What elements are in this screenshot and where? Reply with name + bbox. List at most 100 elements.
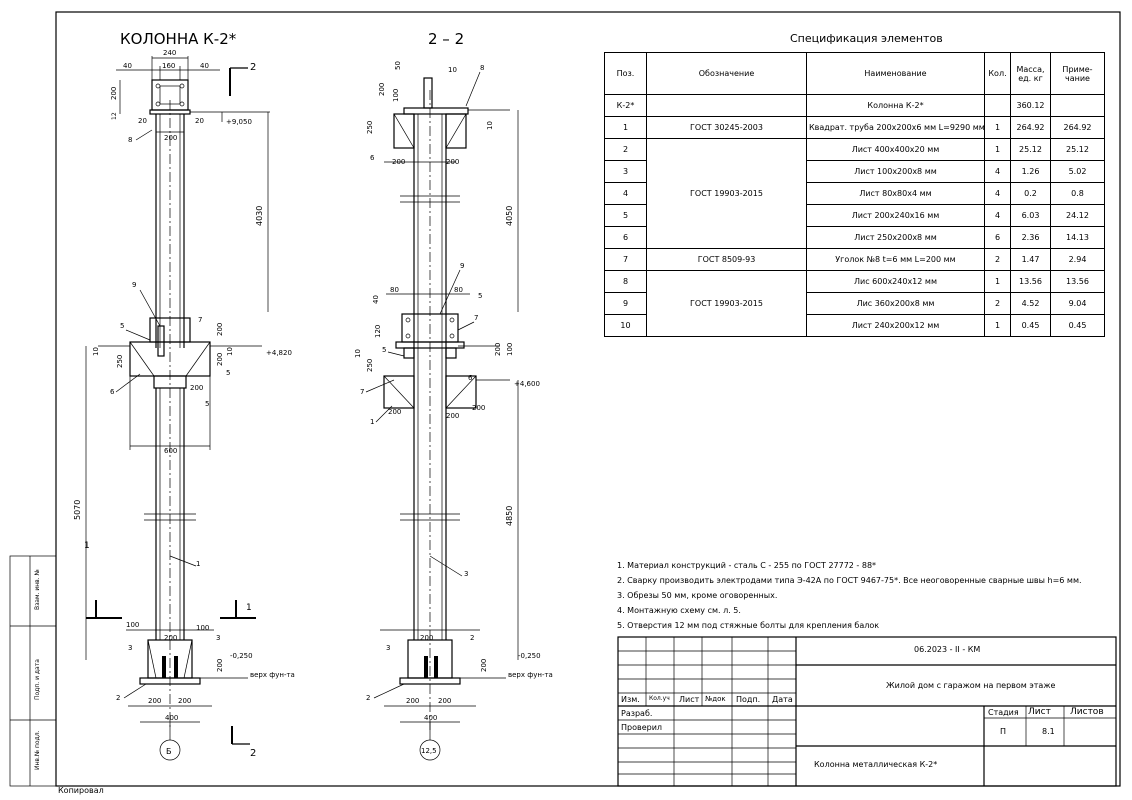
spec-cell: 0.45 bbox=[1010, 314, 1051, 337]
svg-text:2: 2 bbox=[250, 748, 256, 759]
spec-cell: 7 bbox=[604, 248, 647, 271]
spec-cell: Лис 600х240х12 мм bbox=[806, 270, 985, 293]
svg-text:Б: Б bbox=[166, 747, 172, 756]
svg-text:200: 200 bbox=[446, 158, 459, 166]
spec-header-cell: Обозначение bbox=[646, 52, 807, 95]
spec-cell: 9.04 bbox=[1050, 292, 1105, 315]
svg-text:10: 10 bbox=[486, 121, 494, 130]
spec-cell: 1 bbox=[984, 270, 1011, 293]
spec-cell: 0.45 bbox=[1050, 314, 1105, 337]
spec-cell: 1 bbox=[984, 138, 1011, 161]
spec-cell: Уголок №8 t=6 мм L=200 мм bbox=[806, 248, 985, 271]
spec-cell: 24.12 bbox=[1050, 204, 1105, 227]
spec-header-cell: Приме- чание bbox=[1050, 52, 1105, 95]
svg-text:7: 7 bbox=[360, 388, 364, 396]
svg-text:6: 6 bbox=[110, 388, 115, 396]
stamp-role-developer: Разраб. bbox=[621, 709, 653, 718]
spec-cell: 4 bbox=[984, 160, 1011, 183]
spec-cell: 5 bbox=[604, 204, 647, 227]
note-line: 3. Обрезы 50 мм, кроме оговоренных. bbox=[617, 591, 778, 600]
svg-text:-0,250: -0,250 bbox=[518, 652, 541, 660]
stamp-head-date: Дата bbox=[772, 695, 793, 704]
spec-cell: 264.92 bbox=[1050, 116, 1105, 139]
stamp-sheets-header: Листов bbox=[1070, 707, 1104, 717]
stamp-head-ndok: №док bbox=[705, 695, 726, 703]
spec-row: К-2*Колонна К-2*360.12 bbox=[604, 94, 1105, 117]
spec-cell bbox=[984, 94, 1011, 117]
svg-text:10: 10 bbox=[354, 349, 362, 358]
spec-cell: 4.52 bbox=[1010, 292, 1051, 315]
svg-text:2: 2 bbox=[366, 694, 370, 702]
stamp-head-koluch: Кол.уч bbox=[649, 695, 670, 702]
svg-text:80: 80 bbox=[390, 286, 399, 294]
right-view-title: 2 – 2 bbox=[428, 30, 464, 48]
svg-text:600: 600 bbox=[164, 447, 177, 455]
title-block-lines bbox=[617, 636, 1117, 787]
left-view-title: КОЛОННА К-2* bbox=[120, 30, 237, 48]
svg-text:10: 10 bbox=[92, 347, 100, 356]
spec-cell: 9 bbox=[604, 292, 647, 315]
spec-cell: 3 bbox=[604, 160, 647, 183]
spec-cell: 2 bbox=[984, 292, 1011, 315]
svg-text:100: 100 bbox=[506, 343, 514, 356]
svg-text:8: 8 bbox=[480, 64, 484, 72]
svg-text:200: 200 bbox=[190, 384, 203, 392]
note-line: 4. Монтажную схему см. л. 5. bbox=[617, 606, 741, 615]
spec-cell: 2.94 bbox=[1050, 248, 1105, 271]
svg-text:+4,600: +4,600 bbox=[514, 380, 540, 388]
svg-text:4050: 4050 bbox=[505, 206, 514, 226]
svg-text:120: 120 bbox=[374, 325, 382, 338]
svg-text:верх фун-та: верх фун-та bbox=[508, 671, 553, 679]
spec-cell: 6.03 bbox=[1010, 204, 1051, 227]
spec-cell: 8 bbox=[604, 270, 647, 293]
svg-text:40: 40 bbox=[123, 62, 132, 70]
spec-cell: 2 bbox=[984, 248, 1011, 271]
svg-text:1: 1 bbox=[370, 418, 374, 426]
svg-text:50: 50 bbox=[394, 61, 402, 70]
svg-text:4030: 4030 bbox=[255, 206, 264, 226]
spec-title: Спецификация элементов bbox=[790, 32, 943, 45]
svg-text:160: 160 bbox=[162, 62, 175, 70]
spec-cell: Лист 240х200х12 мм bbox=[806, 314, 985, 337]
svg-text:80: 80 bbox=[454, 286, 463, 294]
svg-text:10: 10 bbox=[226, 347, 234, 356]
spec-cell: 13.56 bbox=[1050, 270, 1105, 293]
spec-cell: Лист 100х200х8 мм bbox=[806, 160, 985, 183]
svg-text:200: 200 bbox=[164, 134, 177, 142]
svg-text:9: 9 bbox=[132, 281, 136, 289]
svg-text:100: 100 bbox=[196, 624, 209, 632]
spec-cell: ГОСТ 19903-2015 bbox=[646, 138, 807, 249]
svg-text:12: 12 bbox=[111, 112, 118, 120]
spec-cell: Лист 400х400х20 мм bbox=[806, 138, 985, 161]
spec-cell: 10 bbox=[604, 314, 647, 337]
sheet-frame bbox=[55, 11, 1121, 787]
note-line: 5. Отверстия 12 мм под стяжные болты для… bbox=[617, 621, 880, 630]
svg-text:1: 1 bbox=[84, 541, 90, 551]
spec-cell: ГОСТ 19903-2015 bbox=[646, 270, 807, 337]
svg-text:200: 200 bbox=[110, 87, 118, 100]
spec-cell: Лист 200х240х16 мм bbox=[806, 204, 985, 227]
svg-text:200: 200 bbox=[480, 659, 488, 672]
spec-cell bbox=[646, 94, 807, 117]
svg-text:+4,820: +4,820 bbox=[266, 349, 292, 357]
svg-text:40: 40 bbox=[200, 62, 209, 70]
svg-text:240: 240 bbox=[163, 49, 176, 57]
stamp-stage-value: П bbox=[1000, 727, 1007, 736]
svg-text:3: 3 bbox=[464, 570, 468, 578]
svg-text:200: 200 bbox=[420, 634, 433, 642]
svg-text:8: 8 bbox=[128, 136, 132, 144]
spec-cell: 264.92 bbox=[1010, 116, 1051, 139]
stamp-head-list: Лист bbox=[679, 695, 700, 704]
svg-text:10: 10 bbox=[448, 66, 457, 74]
svg-text:200: 200 bbox=[438, 697, 451, 705]
svg-text:+9,050: +9,050 bbox=[226, 118, 252, 126]
spec-cell bbox=[1050, 94, 1105, 117]
side-label-replacement: Взам. инв. № bbox=[34, 569, 41, 610]
svg-text:5: 5 bbox=[205, 400, 209, 408]
